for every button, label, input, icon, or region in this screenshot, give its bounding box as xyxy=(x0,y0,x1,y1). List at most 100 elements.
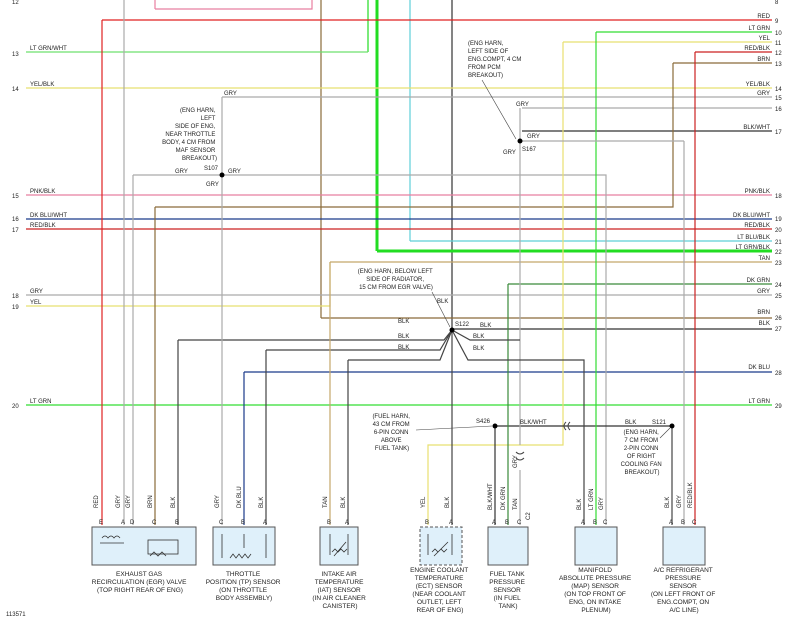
egr-pin-c: C xyxy=(152,520,157,526)
component-tp-sensor: THROTTLE POSITION (TP) SENSOR (ON THROTT… xyxy=(206,486,281,602)
right-pin-14: 14 xyxy=(775,87,782,93)
egr-pin-a: A xyxy=(121,520,125,526)
s167-note: (ENG HARN, LEFT SIDE OF ENG.COMPT, 4 CM … xyxy=(468,41,523,79)
component-ect-sensor: ENGINE COOLANT TEMPERATURE (ECT) SENSOR … xyxy=(410,496,470,614)
ect-wire-yel: YEL xyxy=(421,496,427,508)
fuel-tank-sensor-name: FUEL TANK PRESSURE SENSOR (IN FUEL TANK) xyxy=(489,571,527,610)
label-blk-s122-2: BLK xyxy=(398,334,409,340)
map-pin-a: A xyxy=(581,520,585,526)
connector-c2-label: C2 xyxy=(526,512,532,520)
tp-potentiometer-icon xyxy=(221,534,267,559)
left-pin-14: 14 xyxy=(12,87,19,93)
label-gry-s107-top: GRY xyxy=(224,91,237,97)
wire-ac-gry xyxy=(522,140,685,525)
egr-pin-e: E xyxy=(99,520,103,526)
map-sensor-name: MANIFOLD ABSOLUTE PRESSURE (MAP) SENSOR … xyxy=(559,567,633,614)
s121-note: (ENG HARN, 7 CM FROM 2-PIN CONN OF RIGHT… xyxy=(621,430,664,476)
tp-wire-blk: BLK xyxy=(259,497,265,508)
right-pin-16: 16 xyxy=(775,107,782,113)
ect-pin-a: A xyxy=(449,520,453,526)
right-pin-19: 19 xyxy=(775,217,782,223)
label-yelblk-right: YEL/BLK xyxy=(746,82,770,88)
component-egr-valve: EXHAUST GAS RECIRCULATION (EGR) VALVE (T… xyxy=(91,495,197,594)
right-pin-24: 24 xyxy=(775,283,782,289)
wire-map-blk xyxy=(451,329,585,525)
label-ltgrnwht: LT GRN/WHT xyxy=(30,46,67,52)
splice-s121-label: S121 xyxy=(652,420,667,426)
wire-pnk-top xyxy=(155,0,313,10)
splice-s107-label: S107 xyxy=(204,166,219,172)
label-ltgrn-right: LT GRN xyxy=(749,26,770,32)
label-ltgrn-left: LT GRN xyxy=(30,399,51,405)
label-gry-right-25: GRY xyxy=(757,289,770,295)
label-redblk-right: RED/BLK xyxy=(744,223,770,229)
ac-sensor-name: A/C REFRIGERANT PRESSURE SENSOR (ON LEFT… xyxy=(651,567,717,614)
label-pnkblk-left: PNK/BLK xyxy=(30,189,55,195)
egr-wire-red: RED xyxy=(94,495,100,508)
egr-wire-gry1: GRY xyxy=(116,495,122,508)
label-gry-s107-below: GRY xyxy=(206,182,219,188)
ft-wire-gry-upper: GRY xyxy=(513,455,519,468)
label-blkwht-right: BLK/WHT xyxy=(743,125,770,131)
ft-pin-b: B xyxy=(505,520,509,526)
splice-s107-dot xyxy=(219,172,225,178)
label-blk-s122-top: BLK xyxy=(437,299,448,305)
component-ac-refrigerant-sensor: A/C REFRIGERANT PRESSURE SENSOR (ON LEFT… xyxy=(651,482,717,614)
tp-pin-c: C xyxy=(219,520,224,526)
label-red-right: RED xyxy=(757,14,770,20)
right-pin-9: 9 xyxy=(775,19,779,25)
ft-wire-tan: TAN xyxy=(513,498,519,510)
ac-pin-c: C xyxy=(692,520,697,526)
left-pin-18: 18 xyxy=(12,294,19,300)
label-ltgrn-right-29: LT GRN xyxy=(749,399,770,405)
label-gry-s107-right: GRY xyxy=(228,169,241,175)
s426-note: (FUEL HARN, 43 CM FROM 6-PIN CONN ABOVE … xyxy=(372,414,411,452)
right-pin-25: 25 xyxy=(775,294,782,300)
splice-s426-label: S426 xyxy=(476,419,491,425)
splice-s426-dot xyxy=(492,423,498,429)
ac-pin-a: A xyxy=(669,520,673,526)
splice-s121-dot xyxy=(669,423,675,429)
label-pnkblk-right: PNK/BLK xyxy=(745,189,770,195)
label-blk-right-27: BLK xyxy=(759,321,770,327)
label-redblk-right-12: RED/BLK xyxy=(744,46,770,52)
left-pin-17: 17 xyxy=(12,228,19,234)
map-wire-ltgrn: LT GRN xyxy=(589,489,595,510)
right-pin-12: 12 xyxy=(775,51,782,57)
label-redblk-left: RED/BLK xyxy=(30,223,56,229)
iat-wire-blk: BLK xyxy=(341,497,347,508)
splice-s122-dot xyxy=(449,327,455,333)
right-pin-18: 18 xyxy=(775,194,782,200)
egr-wire-blk: BLK xyxy=(171,497,177,508)
egr-wire-brn: BRN xyxy=(148,495,154,508)
ect-sensor-name: ENGINE COOLANT TEMPERATURE (ECT) SENSOR … xyxy=(410,567,470,614)
right-pin-26: 26 xyxy=(775,316,782,322)
iat-pin-a: A xyxy=(345,520,349,526)
wire-tp-blk xyxy=(265,329,453,525)
splice-s167-label: S167 xyxy=(522,147,537,153)
right-pin-28: 28 xyxy=(775,371,782,377)
ft-pin-c: C xyxy=(517,520,522,526)
label-blk-s122-1: BLK xyxy=(398,319,409,325)
egr-pin-d: D xyxy=(130,520,135,526)
label-dkbluwht-left: DK BLU/WHT xyxy=(30,213,67,219)
map-pin-b: B xyxy=(593,520,597,526)
ac-wire-gry: GRY xyxy=(677,495,683,508)
component-map-sensor: MANIFOLD ABSOLUTE PRESSURE (MAP) SENSOR … xyxy=(559,489,633,614)
label-brn-right-26: BRN xyxy=(757,310,770,316)
ect-pin-b: B xyxy=(425,520,429,526)
leader-s122 xyxy=(431,291,451,328)
egr-pin-b: B xyxy=(175,520,179,526)
label-dkgrn-right: DK GRN xyxy=(747,278,770,284)
iat-sensor-name: INTAKE AIR TEMPERATURE (IAT) SENSOR (IN … xyxy=(312,571,367,610)
label-gry-s167-top: GRY xyxy=(516,102,529,108)
left-pin-13: 13 xyxy=(12,52,19,58)
map-wire-gry: GRY xyxy=(599,497,605,510)
egr-wire-gry2: GRY xyxy=(126,495,132,508)
wire-yel-19 xyxy=(26,262,331,307)
label-blkwht-s426: BLK/WHT xyxy=(520,420,547,426)
map-wire-blk: BLK xyxy=(577,499,583,510)
splice-s167-dot xyxy=(517,138,523,144)
right-pin-27: 27 xyxy=(775,327,782,333)
